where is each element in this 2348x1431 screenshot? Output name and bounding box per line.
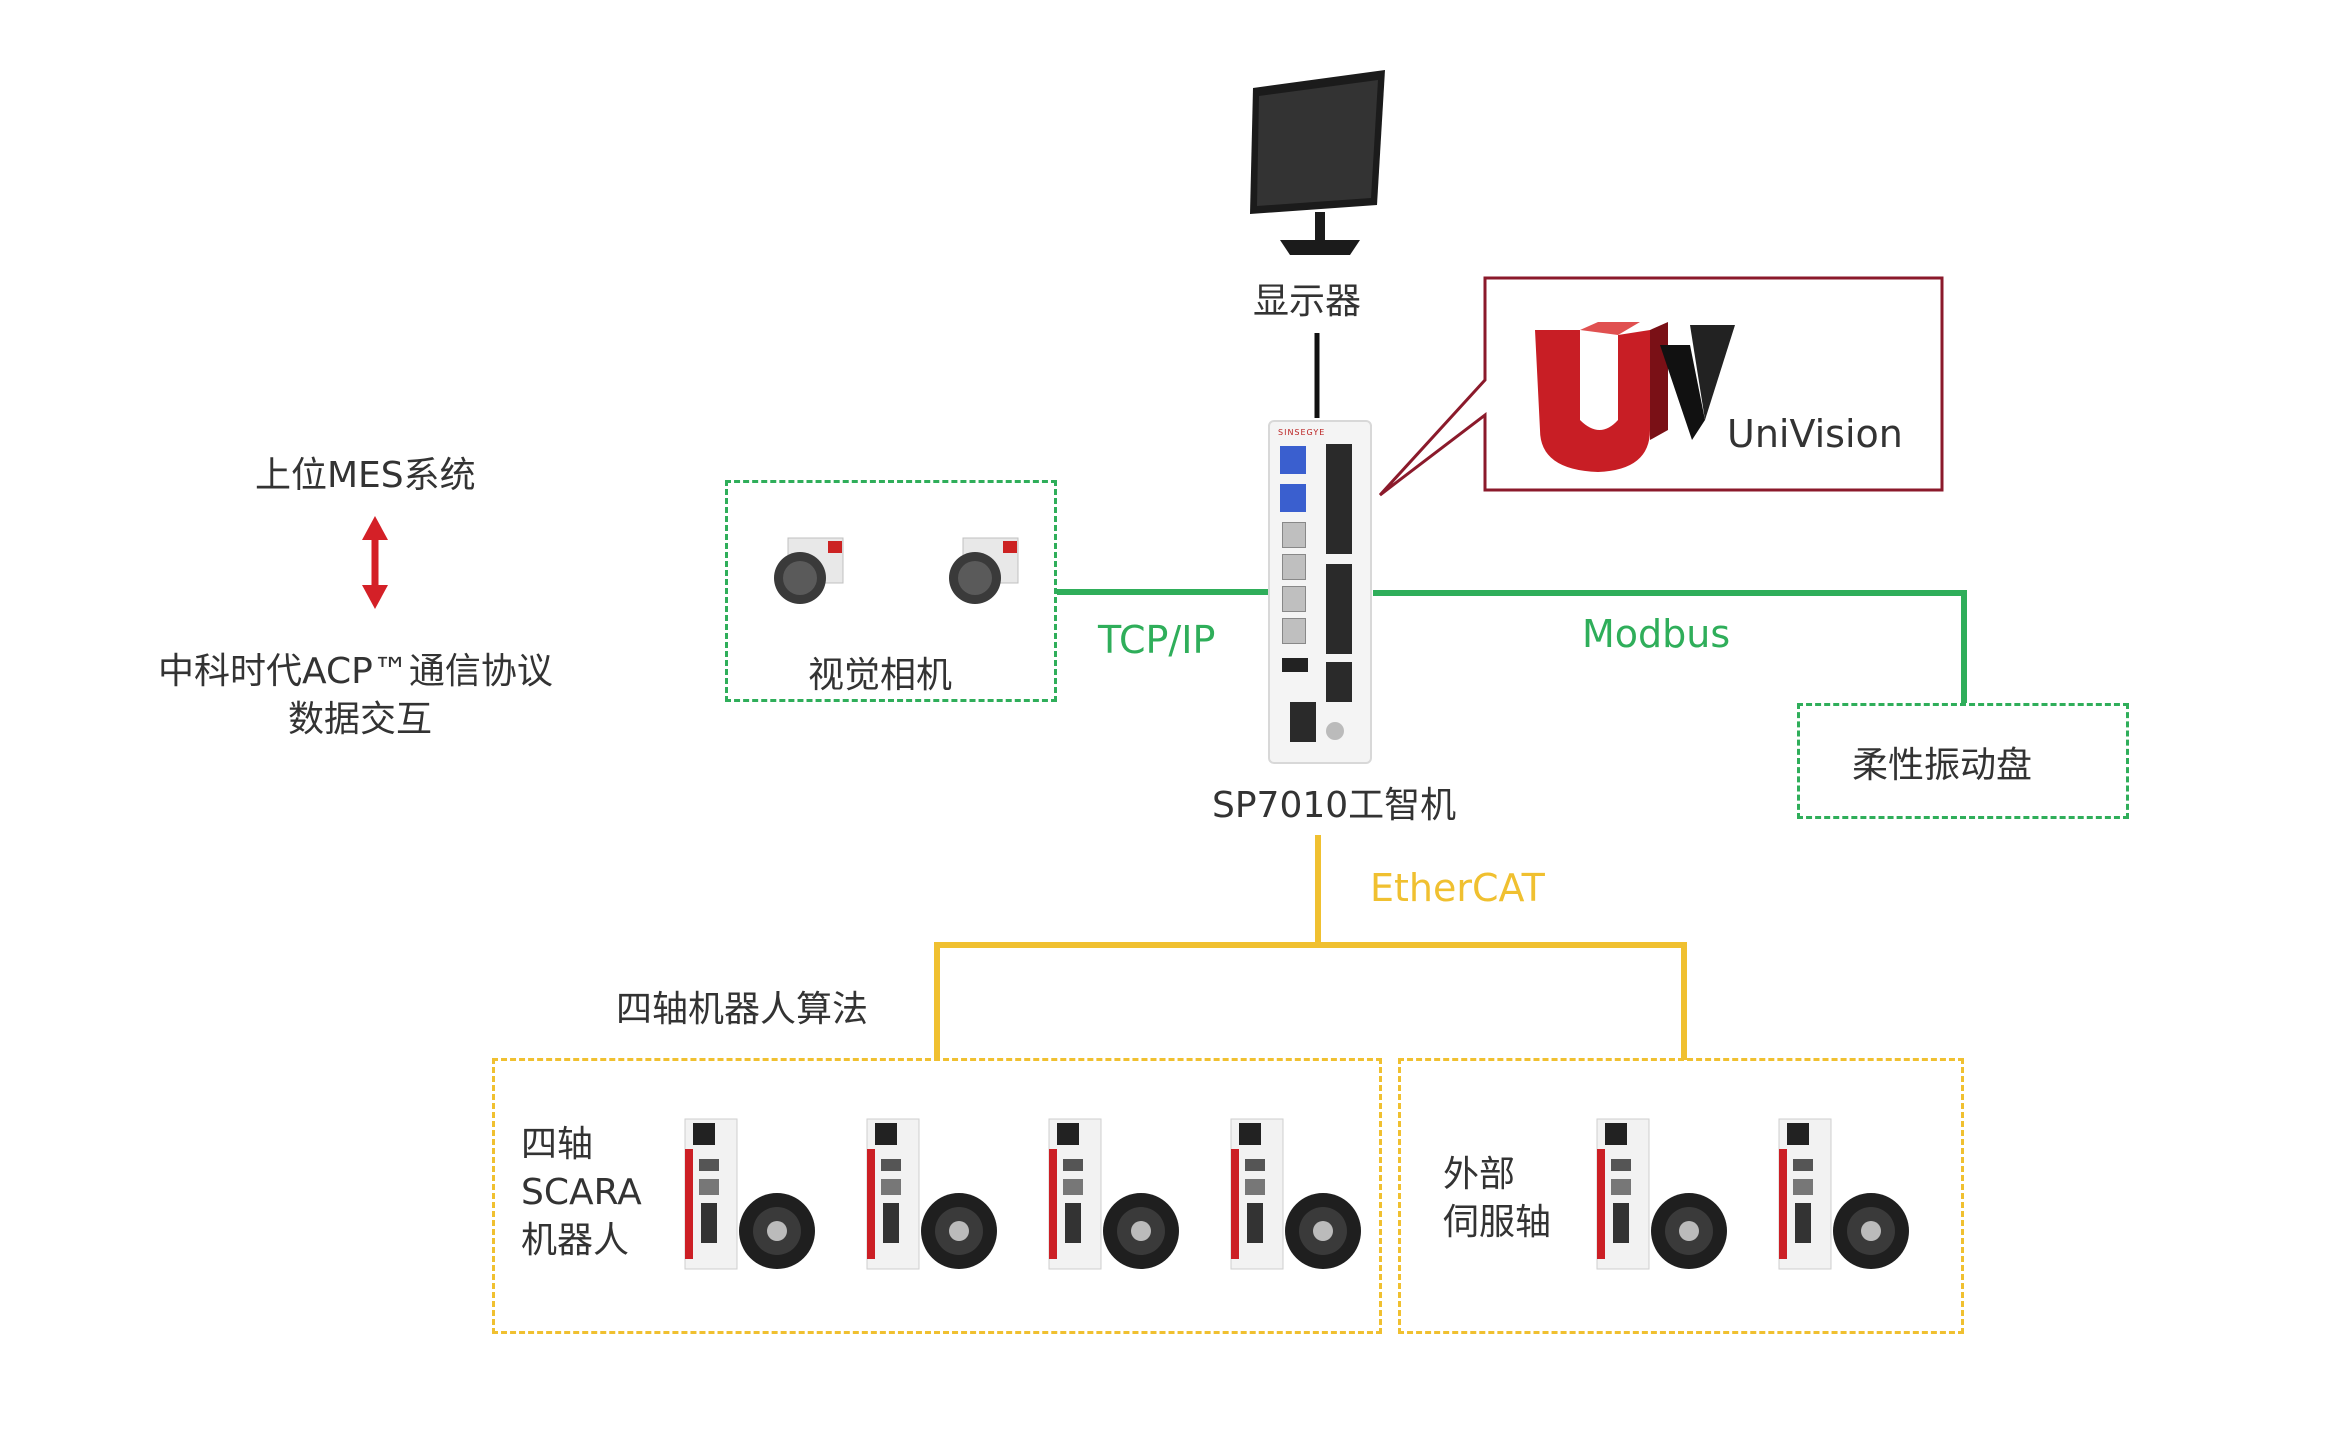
servo-drive-icon — [1778, 1118, 1909, 1270]
ethercat-branch-line — [934, 942, 1687, 1060]
servo-drive-icon — [1048, 1118, 1179, 1270]
feeder-group: 柔性振动盘 — [1797, 703, 2129, 819]
display-label: 显示器 — [1253, 281, 1362, 322]
controller-device: SINSEGYE — [1268, 420, 1372, 764]
scara-group: 四轴 SCARA 机器人 — [492, 1058, 1382, 1334]
servo-drive-icon — [1596, 1118, 1727, 1270]
controller-label: SP7010工智机 — [1212, 785, 1457, 826]
terminal-block — [1326, 444, 1352, 554]
hdmi-port — [1282, 658, 1308, 672]
external-label-line-1: 外部 — [1443, 1154, 1516, 1195]
ethernet-port — [1282, 618, 1306, 644]
controller-brand: SINSEGYE — [1278, 428, 1326, 437]
univision-label: UniVision — [1727, 412, 1903, 456]
external-label-line-2: 伺服轴 — [1443, 1202, 1552, 1243]
ethernet-port — [1282, 522, 1306, 548]
tcp-label: TCP/IP — [1098, 618, 1216, 662]
power-button — [1326, 722, 1344, 740]
terminal-block — [1326, 662, 1352, 702]
power-connector — [1290, 702, 1316, 742]
camera-group: 视觉相机 — [725, 480, 1057, 702]
servo-drive-icon — [684, 1118, 815, 1270]
external-servo-group: 外部 伺服轴 — [1398, 1058, 1964, 1334]
scara-label-line-1: 四轴 — [521, 1124, 594, 1165]
servo-drive-icon — [1230, 1118, 1361, 1270]
ethercat-label: EtherCAT — [1370, 866, 1545, 910]
scara-label-line-3: 机器人 — [521, 1220, 630, 1261]
scara-label-line-2: SCARA — [521, 1172, 642, 1213]
protocol-line-1: 中科时代ACP™通信协议 — [158, 651, 553, 692]
algorithm-label: 四轴机器人算法 — [616, 989, 869, 1030]
camera-label: 视觉相机 — [808, 655, 953, 696]
usb-port — [1280, 484, 1306, 512]
feeder-label: 柔性振动盘 — [1852, 745, 2033, 786]
usb-port — [1280, 446, 1306, 474]
mes-title: 上位MES系统 — [255, 455, 476, 496]
protocol-line-2: 数据交互 — [288, 699, 433, 740]
modbus-link-line — [1373, 590, 1967, 703]
ethernet-port — [1282, 554, 1306, 580]
terminal-block — [1326, 564, 1352, 654]
ethernet-port — [1282, 586, 1306, 612]
data-exchange-arrow — [362, 516, 388, 609]
modbus-label: Modbus — [1582, 612, 1731, 656]
camera-icon — [949, 537, 1019, 604]
camera-icon — [774, 537, 844, 604]
servo-drive-icon — [866, 1118, 997, 1270]
